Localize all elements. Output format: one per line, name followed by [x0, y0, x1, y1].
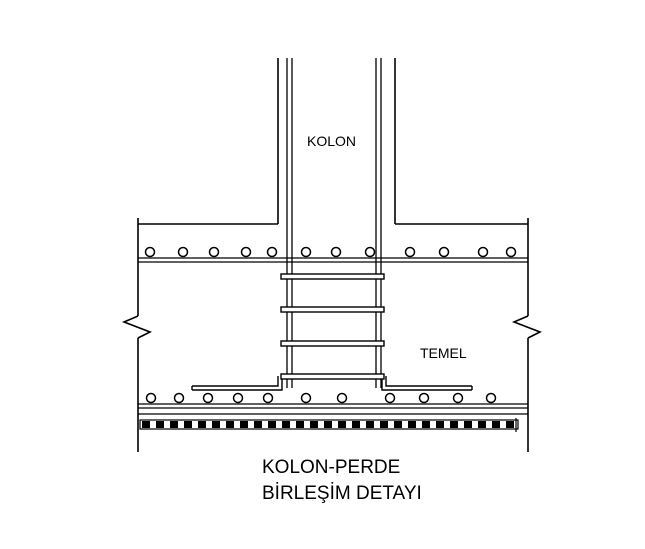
rebar-circle [266, 246, 278, 258]
blinding-hatch [156, 421, 164, 428]
top-rebar-layer [138, 257, 528, 263]
rebar-circle [300, 246, 312, 258]
rebar-circle [477, 246, 489, 258]
column-rebar [286, 58, 382, 388]
rebar-circle [262, 392, 274, 404]
blinding-hatch [282, 421, 290, 428]
blinding-hatch [506, 421, 514, 428]
rebar-circle [452, 392, 464, 404]
rebar-circle [173, 392, 185, 404]
blinding-hatch [352, 421, 360, 428]
blinding-hatch [366, 421, 374, 428]
title-line-1: KOLON-PERDE [262, 457, 401, 478]
rebar-circle [485, 392, 497, 404]
rebar-circle [145, 392, 157, 404]
starter-bar-left [191, 376, 283, 391]
stirrup [280, 373, 385, 380]
blinding-hatch [408, 421, 416, 428]
blinding-hatch [478, 421, 486, 428]
rebar-circle [505, 246, 517, 258]
foundation-label: TEMEL [420, 345, 467, 361]
rebar-circle [144, 246, 156, 258]
rebar-circle [300, 392, 312, 404]
blinding-hatch [296, 421, 304, 428]
blinding-hatch [324, 421, 332, 428]
stirrup [280, 340, 385, 347]
starter-bar-right [381, 376, 473, 391]
rebar-circle [177, 246, 189, 258]
bottom-bar-circles [145, 392, 497, 404]
rebar-circle [336, 392, 348, 404]
blinding-hatch [226, 421, 234, 428]
blinding-hatch [268, 421, 276, 428]
blinding-hatch [310, 421, 318, 428]
rebar-circle [364, 246, 376, 258]
title-line-2: BİRLEŞİM DETAYI [262, 483, 422, 504]
rebar-circle [232, 392, 244, 404]
column-outline [138, 58, 528, 225]
blinding-hatch [170, 421, 178, 428]
rebar-circle [330, 246, 342, 258]
stirrups [280, 273, 385, 380]
rebar-circle [208, 246, 220, 258]
top-bar-circles [144, 246, 517, 258]
bottom-rebar-layer [138, 403, 528, 415]
stirrup [280, 306, 385, 313]
blinding-hatch [198, 421, 206, 428]
blinding-hatch [436, 421, 444, 428]
blinding-hatch [212, 421, 220, 428]
blinding-hatch [184, 421, 192, 428]
rebar-circle [418, 392, 430, 404]
rebar-circle [404, 246, 416, 258]
blinding-hatch [394, 421, 402, 428]
blinding-hatch [380, 421, 388, 428]
blinding-hatch [492, 421, 500, 428]
blinding-hatch [142, 421, 150, 428]
rebar-circle [384, 392, 396, 404]
stirrup [280, 273, 385, 280]
rebar-circle [240, 246, 252, 258]
column-label: KOLON [307, 133, 357, 149]
foundation-outline [121, 218, 542, 452]
blinding-hatch [422, 421, 430, 428]
rebar-circle [202, 392, 214, 404]
blinding-hatch [338, 421, 346, 428]
blinding-hatch [450, 421, 458, 428]
blinding-hatch [254, 421, 262, 428]
blinding-hatch [240, 421, 248, 428]
blinding-hatch [464, 421, 472, 428]
blinding-layer [139, 418, 519, 432]
rebar-circle [438, 246, 450, 258]
